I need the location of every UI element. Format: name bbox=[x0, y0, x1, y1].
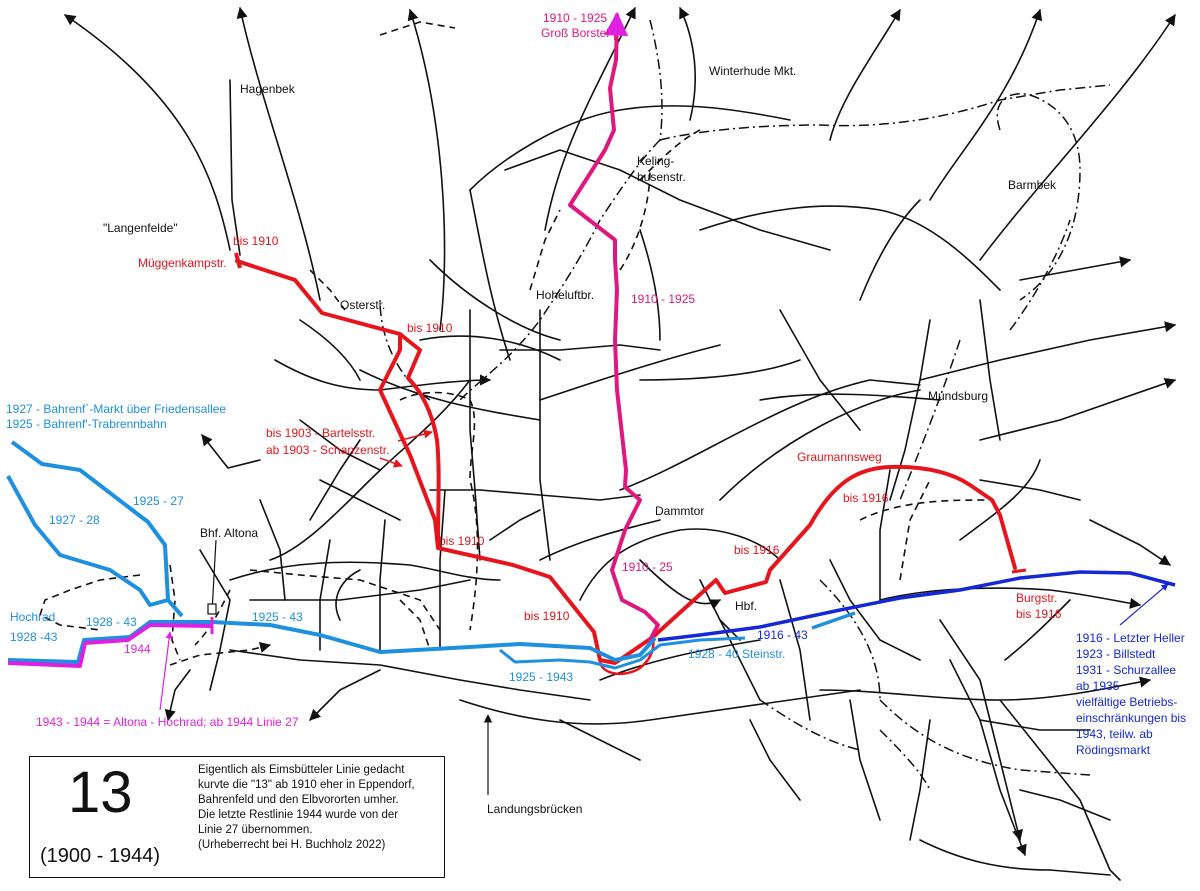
label-dammtor: Dammtor bbox=[655, 504, 704, 518]
altona-station-marker bbox=[207, 603, 217, 615]
label-bahrenfeld-1927: 1927 - Bahrenf`-Markt über Friedensallee bbox=[6, 402, 226, 416]
label-1925-1943: 1925 - 1943 bbox=[509, 670, 573, 684]
label-hbf: Hbf. bbox=[735, 599, 757, 613]
blue-route-steinstr bbox=[499, 636, 746, 670]
label-bahrenfeld-1925: 1925 - Bahrenf'-Trabrennbahn bbox=[6, 417, 167, 431]
label-burgstr-bis: bis 1916 bbox=[1016, 607, 1062, 621]
violet-label-pointer bbox=[159, 631, 173, 711]
route-labels-magenta: 1910 - 1925 Groß Borstel 1910 - 1925 191… bbox=[541, 11, 695, 574]
info-line-2: kurvte die "13" ab 1910 eher in Eppendor… bbox=[198, 779, 415, 791]
tram-network bbox=[64, 6, 1177, 881]
blue-route-hochrad bbox=[7, 620, 657, 664]
label-barmbek: Barmbek bbox=[1008, 178, 1057, 192]
label-1928-40: 1928 - 40 Steinstr. bbox=[688, 647, 785, 661]
label-gross-borstel-years: 1910 - 1925 bbox=[543, 11, 607, 25]
label-gross-borstel-name: Groß Borstel bbox=[541, 26, 609, 40]
label-1928-43: 1928 - 43 bbox=[86, 615, 137, 629]
label-altona-hochrad: 1943 - 1944 = Altona - Hochrad; ab 1944 … bbox=[36, 715, 299, 729]
label-osterstr: Osterstr. bbox=[340, 298, 385, 312]
label-schanzenstr: ab 1903 - Schanzenstr. bbox=[266, 443, 389, 457]
info-line-6: (Urheberrecht bei H. Buchholz 2022) bbox=[198, 839, 386, 851]
label-east-6: einschränkungen bis bbox=[1076, 711, 1186, 725]
label-bis1916-lower: bis 1916 bbox=[734, 543, 780, 557]
line-years: (1900 - 1944) bbox=[40, 845, 161, 867]
label-winterhude: Winterhude Mkt. bbox=[709, 64, 796, 78]
label-east-4: ab 1935 bbox=[1076, 679, 1120, 693]
label-hoheluftbr: Hoheluftbr. bbox=[536, 288, 594, 302]
label-mundsburg: Mundsburg bbox=[928, 389, 988, 403]
label-kelinghusen-1: Keling- bbox=[637, 154, 674, 168]
violet-route-altona-hochrad bbox=[7, 623, 213, 668]
altona-pointer bbox=[208, 539, 217, 613]
red-loop-south bbox=[598, 636, 655, 676]
blue-route-bahrenfeld-1927 bbox=[6, 475, 169, 607]
label-east-1: 1916 - Letzter Heller bbox=[1076, 631, 1185, 645]
place-labels: Hagenbek "Langenfelde" Osterstr. Hoheluf… bbox=[103, 64, 1057, 816]
red-arrow-schanzenstr bbox=[397, 429, 433, 442]
blue-route-1916-branch bbox=[811, 611, 856, 630]
info-description: Eigentlich als Eimsbütteler Linie gedach… bbox=[198, 763, 438, 853]
line-number: 13 bbox=[68, 760, 133, 825]
label-1925-27: 1925 - 27 bbox=[133, 494, 184, 508]
label-burgstr: Burgstr. bbox=[1016, 591, 1057, 605]
label-hochrad: Hochrad bbox=[10, 610, 55, 624]
label-bis1910-top: bis 1910 bbox=[233, 234, 279, 248]
label-east-3: 1931 - Schurzallee bbox=[1076, 663, 1176, 677]
label-bis1916-upper: bis 1916 bbox=[843, 491, 889, 505]
label-kelinghusen-2: husenstr. bbox=[637, 170, 686, 184]
magenta-arrow-top bbox=[604, 11, 629, 41]
darkblue-route-east bbox=[657, 570, 1176, 642]
label-east-8: Rödingsmarkt bbox=[1076, 743, 1151, 757]
label-mueggenkamp: Müggenkampstr. bbox=[138, 256, 227, 270]
route-labels-red: bis 1910 Müggenkampstr. bis 1910 bis 190… bbox=[138, 234, 1062, 623]
label-1927-28: 1927 - 28 bbox=[49, 513, 100, 527]
label-1916-43: 1916 - 43 bbox=[757, 628, 808, 642]
label-east-7: 1943, teilw. ab bbox=[1076, 727, 1153, 741]
tram-network-dashed bbox=[39, 129, 991, 666]
label-hagenbek: Hagenbek bbox=[240, 82, 296, 96]
label-bartelsstr: bis 1903 - Bartelsstr. bbox=[266, 426, 375, 440]
red-endpoint-mueggenkamp bbox=[234, 252, 242, 269]
label-1944: 1944 bbox=[124, 642, 151, 656]
label-route-1910-25: 1910 - 25 bbox=[622, 560, 673, 574]
info-line-4: Die letzte Restlinie 1944 wurde von der bbox=[198, 809, 399, 821]
info-line-5: Linie 27 übernommen. bbox=[198, 824, 313, 836]
label-bhf-altona: Bhf. Altona bbox=[200, 526, 258, 540]
label-hochrad-years: 1928 -43 bbox=[10, 630, 58, 644]
route-labels-darkblue: 1916 - 43 1916 - Letzter Heller 1923 - B… bbox=[757, 628, 1186, 757]
info-line-3: Bahrenfeld und den Elbvororten umher. bbox=[198, 794, 399, 806]
darkblue-arrow-east bbox=[1119, 583, 1169, 626]
label-route-1910-1925: 1910 - 1925 bbox=[631, 292, 695, 306]
info-line-1: Eigentlich als Eimsbütteler Linie gedach… bbox=[198, 764, 405, 776]
label-graumannsweg: Graumannsweg bbox=[797, 450, 882, 464]
label-bis1910-low: bis 1910 bbox=[524, 609, 570, 623]
label-bis1910-mid: bis 1910 bbox=[439, 534, 485, 548]
label-langenfelde: "Langenfelde" bbox=[103, 221, 178, 235]
label-east-5: vielfältige Betriebs- bbox=[1076, 695, 1177, 709]
magenta-route-gross-borstel bbox=[568, 18, 660, 642]
red-route-bartelsstr bbox=[398, 332, 441, 549]
label-east-2: 1923 - Billstedt bbox=[1076, 647, 1156, 661]
red-endpoint-burgstr bbox=[1011, 568, 1027, 574]
label-1925-43: 1925 - 43 bbox=[252, 610, 303, 624]
route-labels-violet: 1944 1943 - 1944 = Altona - Hochrad; ab … bbox=[36, 642, 299, 729]
railway-lines bbox=[379, 19, 1111, 791]
info-box: 13 (1900 - 1944) Eigentlich als Eimsbütt… bbox=[29, 756, 445, 878]
label-bis1910-osterstr: bis 1910 bbox=[407, 321, 453, 335]
red-arrow-bartelsstr bbox=[379, 457, 403, 468]
label-landungsbruecken: Landungsbrücken bbox=[487, 802, 582, 816]
route-labels-blue: 1927 - Bahrenf`-Markt über Friedensallee… bbox=[6, 402, 785, 684]
